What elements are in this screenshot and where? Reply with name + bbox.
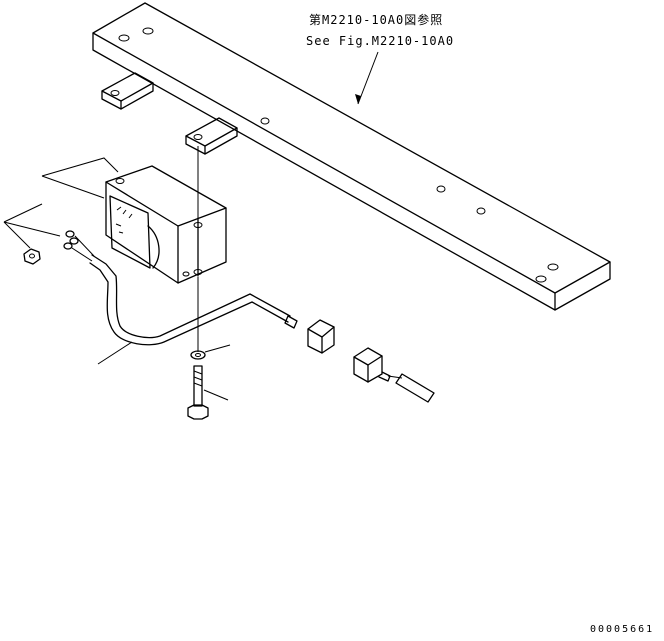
leader-lines <box>3 51 379 401</box>
terminal-nut <box>23 248 41 265</box>
connector-female <box>353 347 435 403</box>
reference-label-en: See Fig.M2210-10A0 <box>306 34 455 48</box>
support-arm-upper <box>101 72 154 110</box>
ring-terminals <box>63 230 95 262</box>
bolt <box>187 365 209 420</box>
hour-meter-housing <box>105 165 227 284</box>
connector-male <box>307 319 335 354</box>
washer <box>190 350 206 360</box>
mounting-bracket-bar <box>92 2 611 311</box>
wire-harness <box>89 254 298 346</box>
meter-face <box>109 195 160 269</box>
drawing-number: 00005661 <box>590 624 655 635</box>
support-arm-lower <box>185 117 238 155</box>
reference-label-jp: 第M2210-10A0図参照 <box>309 13 444 27</box>
